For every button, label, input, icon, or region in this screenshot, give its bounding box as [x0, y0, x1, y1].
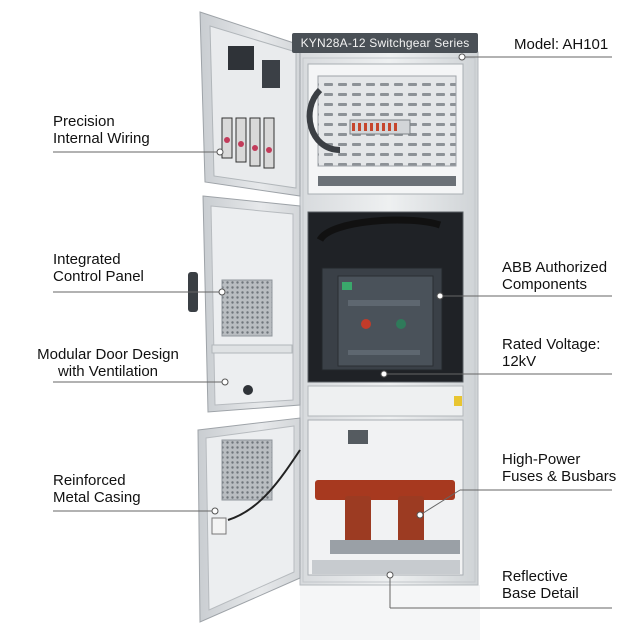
- middle-door: [188, 195, 301, 413]
- upper-door: [199, 11, 301, 197]
- callout-control-panel: Integrated Control Panel: [53, 251, 144, 285]
- series-banner: KYN28A-12 Switchgear Series: [292, 33, 478, 53]
- callout-door-line1: Modular Door Design: [37, 346, 179, 363]
- callout-fuses-line2: Fuses & Busbars: [502, 468, 617, 485]
- callout-base-line1: Reflective: [502, 568, 568, 585]
- callout-fuses: High-Power Fuses & Busbars: [502, 451, 616, 485]
- leader-dots: [211, 53, 466, 579]
- callout-voltage-line1: Rated Voltage:: [502, 336, 601, 353]
- callout-wiring-line1: Precision: [53, 113, 115, 130]
- leader-lines: [53, 56, 612, 609]
- callout-casing: Reinforced Metal Casing: [53, 472, 141, 506]
- callout-door-line2: with Ventilation: [57, 363, 159, 380]
- callout-casing-line2: Metal Casing: [53, 489, 141, 506]
- model-label: Model: AH101: [514, 36, 609, 53]
- busbar-compartment: [307, 419, 464, 576]
- callout-door: Modular Door Design with Ventilation: [33, 346, 183, 380]
- callout-base: Reflective Base Detail: [502, 568, 579, 602]
- callout-abb-line2: Components: [502, 276, 588, 293]
- callout-voltage: Rated Voltage: 12kV: [502, 336, 600, 370]
- callout-wiring-line2: Internal Wiring: [53, 130, 150, 147]
- callout-casing-line1: Reinforced: [53, 472, 126, 489]
- callout-control-line1: Integrated: [53, 251, 121, 268]
- callout-abb: ABB Authorized Components: [502, 259, 607, 293]
- callout-voltage-line2: 12kV: [502, 353, 537, 370]
- lv-compartment: [306, 63, 464, 195]
- callout-base-line2: Base Detail: [502, 585, 579, 602]
- callout-abb-line1: ABB Authorized: [502, 259, 608, 276]
- callout-wiring: Precision Internal Wiring: [53, 113, 150, 147]
- lower-door: [197, 417, 301, 623]
- callout-fuses-line1: High-Power: [502, 451, 581, 468]
- callout-control-line2: Control Panel: [53, 268, 144, 285]
